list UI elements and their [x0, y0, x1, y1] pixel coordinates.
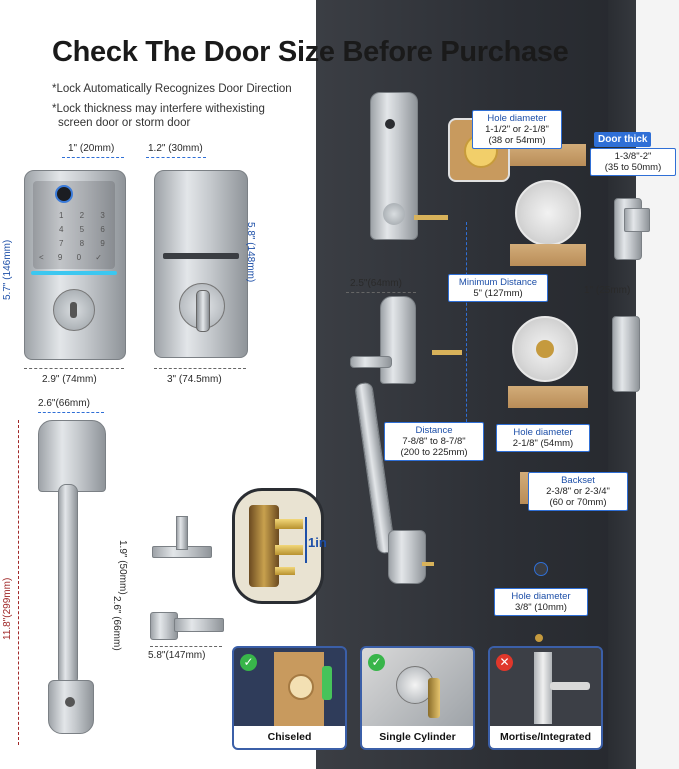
key-cylinder	[53, 289, 95, 331]
door-thick-tag: Door thick	[594, 132, 652, 147]
latch-dim: 1" (25mm)	[584, 285, 631, 296]
handle-small-spindle	[176, 516, 188, 550]
back-height: 5.8" (148mm)	[245, 222, 256, 283]
strike-plate	[612, 316, 640, 392]
handle-depth: 2.5"(64mm)	[350, 278, 402, 289]
back-thumbturn-lock	[154, 170, 248, 358]
door-handleset-top	[380, 296, 416, 384]
thumb-turn	[179, 283, 225, 332]
page-title: Check The Door Size Before Purchase	[52, 36, 569, 68]
face-bore-top	[515, 180, 581, 246]
card-chiseled-label: Chiseled	[234, 726, 345, 748]
latch-bolt	[624, 208, 650, 232]
keypad-row-4: < 9 0 ✓	[39, 253, 108, 262]
keypad-row-2: 4 5 6	[59, 225, 112, 234]
back-width-bottom: 3" (74.5mm)	[167, 374, 222, 385]
door-frame	[636, 0, 679, 769]
wood-strip-2	[510, 244, 586, 266]
front-width-bottom-line	[24, 368, 124, 369]
bolt-pin-top	[414, 215, 448, 220]
bolt-hole-dot	[535, 634, 543, 642]
small-hole-icon	[534, 562, 548, 576]
lever-arm	[174, 618, 224, 632]
handle-small-height: 1.9" (50mm)	[117, 540, 128, 595]
door-lock-front-view	[370, 92, 418, 240]
handleset-width-line	[38, 412, 104, 413]
note-direction: *Lock Automatically Recognizes Door Dire…	[52, 83, 292, 95]
card-single-cylinder: ✓ Single Cylinder	[360, 646, 475, 750]
handleset-top-plate	[38, 420, 106, 492]
card-chiseled: ✓ Chiseled	[232, 646, 347, 750]
card-mortise: ✕ Mortise/Integrated	[488, 646, 603, 750]
bolt-travel-label: 1in	[308, 535, 327, 550]
front-height: 5.7" (146mm)	[2, 239, 13, 300]
bolt-pin-bottom	[422, 562, 434, 566]
handleset-bottom-plate	[48, 680, 94, 734]
face-bore-mid	[512, 316, 578, 382]
fingerprint-sensor-icon	[55, 185, 73, 203]
note-thickness: *Lock thickness may interfere withexisti…	[52, 103, 265, 115]
handleset-height-line	[18, 420, 19, 745]
keypad-row-1: 1 2 3	[59, 211, 112, 220]
key-icon	[428, 678, 440, 718]
front-width-top: 1" (20mm)	[68, 143, 115, 154]
lever-width-line	[150, 646, 222, 647]
wood-strip-3	[508, 386, 588, 408]
status-light-bar	[31, 271, 117, 275]
keypad-row-3: 7 8 9	[59, 239, 112, 248]
note-thickness-cont: screen door or storm door	[58, 117, 191, 129]
door-thick-box: 1-3/8"-2" (35 to 50mm)	[590, 148, 676, 176]
check-icon: ✓	[368, 654, 385, 671]
bolt-pin-mid	[432, 350, 462, 355]
distance-box: Distance 7-8/8" to 8-7/8" (200 to 225mm)	[384, 422, 484, 461]
lever-width: 5.8"(147mm)	[148, 650, 206, 661]
lever-height: 2.6" (66mm)	[111, 596, 122, 651]
handleset-height: 11.8"(299mm)	[2, 577, 13, 640]
card-single-cylinder-label: Single Cylinder	[362, 726, 473, 748]
screw-icon	[65, 697, 75, 707]
handleset-width: 2.6"(66mm)	[38, 398, 90, 409]
front-keypad-lock: 1 2 3 4 5 6 7 8 9 < 9 0 ✓	[24, 170, 126, 360]
hole-diameter-top-box: Hole diameter 1-1/2" or 2-1/8" (38 or 54…	[472, 110, 562, 149]
card-mortise-label: Mortise/Integrated	[490, 726, 601, 748]
back-width-top: 1.2" (30mm)	[148, 143, 203, 154]
cross-icon: ✕	[496, 654, 513, 671]
hole-diameter-bottom-box: Hole diameter 3/8" (10mm)	[494, 588, 588, 616]
backset-box: Backset 2-3/8" or 2-3/4" (60 or 70mm)	[528, 472, 628, 511]
keyhole-icon	[70, 302, 77, 318]
front-width-top-line	[62, 157, 124, 158]
min-distance-line	[466, 222, 467, 442]
minimum-distance-box: Minimum Distance 5" (127mm)	[448, 274, 548, 302]
door-handleset-bottom	[388, 530, 426, 584]
handleset-grip	[58, 484, 78, 686]
door-handleset-thumb	[350, 356, 392, 368]
lever-handle-icon	[550, 682, 590, 690]
back-width-top-line	[146, 157, 206, 158]
back-width-bottom-line	[154, 368, 246, 369]
check-icon: ✓	[240, 654, 257, 671]
front-width-bottom: 2.9" (74mm)	[42, 374, 97, 385]
latch-bolt-closeup	[232, 488, 324, 604]
handle-depth-line	[346, 292, 416, 293]
wood-strip-1	[510, 144, 586, 166]
hole-diameter-mid-box: Hole diameter 2-1/8" (54mm)	[496, 424, 590, 452]
